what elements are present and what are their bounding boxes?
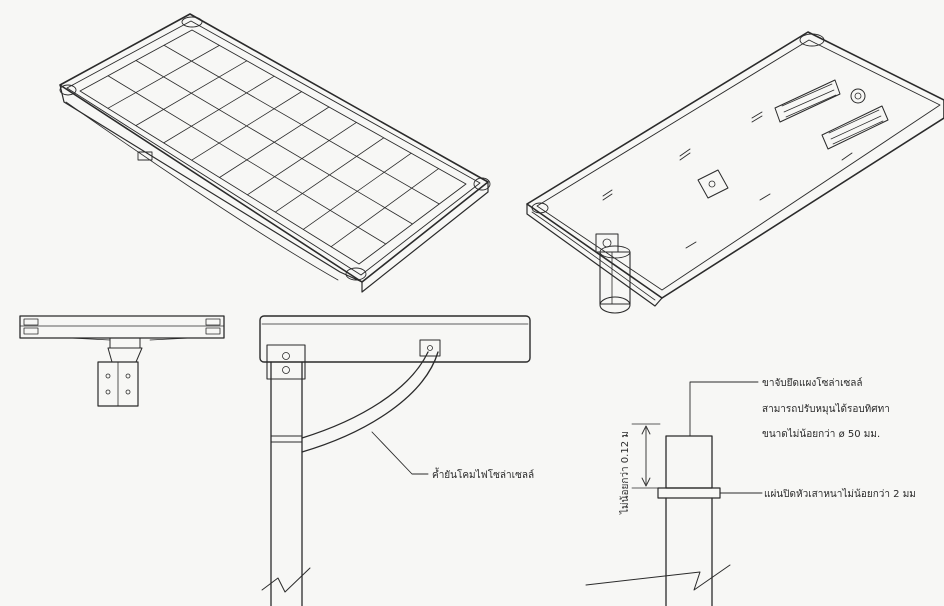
bracket-label-line2: สามารถปรับหมุนได้รอบทิศทา: [762, 404, 890, 415]
arm-label: ค้ำยันโคมไฟโซล่าเซลล์: [432, 470, 535, 481]
solar-panel-isometric: [59, 13, 491, 293]
bracket-label-line1: ขาจับยึดแผงโซล่าเซลล์: [762, 378, 863, 389]
height-dimension-label: ไม่น้อยกว่า 0.12 ม: [620, 431, 631, 514]
side-elevation: [19, 315, 225, 407]
pole-top-detail: [585, 381, 763, 606]
solar-cell-grid: [107, 44, 440, 248]
led-module-upper: [774, 79, 841, 123]
cell-gridline-row: [107, 75, 387, 245]
cell-gridline-row: [163, 44, 440, 205]
led-module-lower: [821, 105, 889, 150]
cell-gridline-row: [135, 60, 413, 225]
underside-mount-post: [595, 233, 631, 314]
plate-label: แผ่นปิดหัวเสาหนาไม่น้อยกว่า 2 มม: [764, 489, 916, 500]
bracket-label-line3: ขนาดไม่น้อยกว่า ø 50 มม.: [762, 429, 881, 440]
pole-with-arm: [259, 315, 531, 606]
panel-underside-isometric: [526, 31, 944, 314]
